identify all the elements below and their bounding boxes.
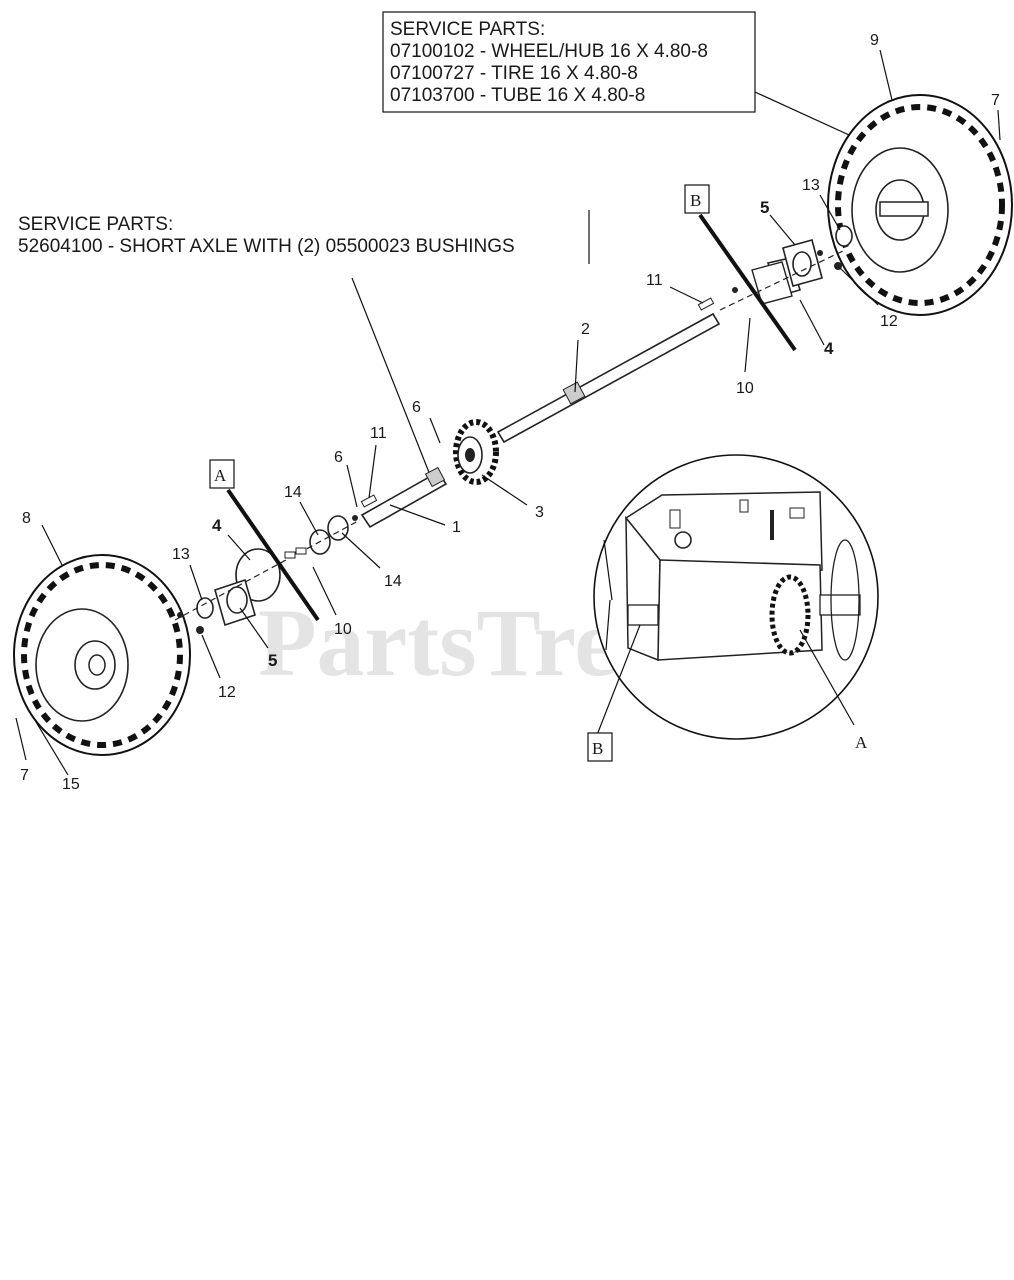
callout-5-right: 5 (760, 198, 769, 217)
right-wheel (827, 94, 1013, 316)
service-box-wheel-line-2: 07100727 - TIRE 16 X 4.80-8 (390, 63, 638, 84)
callout-11-left: 11 (370, 425, 387, 442)
service-box-wheel-line-3: 07103700 - TUBE 16 X 4.80-8 (390, 85, 645, 106)
callout-13-left: 13 (172, 546, 190, 563)
callout-3: 3 (535, 504, 544, 521)
reference-label-b-inset: B (587, 732, 613, 762)
service-box-axle-heading: SERVICE PARTS: (18, 214, 173, 235)
left-hardware (174, 494, 378, 634)
service-parts-box-wheel: SERVICE PARTS: 07100102 - WHEEL/HUB 16 X… (382, 11, 756, 113)
gear-hub (453, 419, 499, 485)
watermark-text: PartsTree (258, 589, 660, 696)
callout-12-left: 12 (218, 684, 236, 701)
reference-label-a-top: A (209, 459, 235, 489)
service-parts-box-axle: SERVICE PARTS: 52604100 - SHORT AXLE WIT… (18, 210, 590, 264)
main-axle (496, 312, 721, 444)
callout-7-left: 7 (20, 767, 29, 784)
callout-numbers: 1 2 3 4 4 5 5 6 6 7 7 8 9 10 10 11 11 12… (20, 32, 1000, 793)
callout-12-right: 12 (880, 313, 898, 330)
service-box-wheel-line-1: 07100102 - WHEEL/HUB 16 X 4.80-8 (390, 41, 708, 62)
callout-6-top: 6 (412, 399, 421, 416)
leader-axle-box (351, 277, 433, 481)
callout-1: 1 (452, 519, 461, 536)
leader-wheel-box (754, 91, 861, 141)
leader-inset-b (596, 624, 641, 736)
callout-10-left: 10 (334, 621, 352, 638)
service-box-axle-line: 52604100 - SHORT AXLE WITH (2) 05500023 … (18, 236, 515, 257)
callout-6-mid: 6 (334, 449, 343, 466)
left-wheel (13, 554, 191, 756)
svg-text:B: B (690, 191, 701, 210)
callout-4-right: 4 (824, 339, 834, 358)
callout-5-left: 5 (268, 651, 277, 670)
service-box-wheel-heading: SERVICE PARTS: (390, 19, 545, 40)
callout-11-right: 11 (646, 272, 663, 289)
short-axle (360, 466, 448, 529)
svg-text:B: B (592, 739, 603, 758)
callout-9: 9 (870, 32, 879, 49)
leader-inset-a (799, 629, 855, 726)
callout-13-right: 13 (802, 177, 820, 194)
reference-label-a-inset: A (855, 733, 868, 752)
callout-8: 8 (22, 510, 31, 527)
callout-14-top: 14 (284, 484, 302, 501)
right-hardware (697, 225, 853, 311)
callout-15: 15 (62, 776, 80, 793)
reference-line-a (226, 488, 320, 622)
callout-2: 2 (581, 321, 590, 338)
callout-leaders (15, 49, 1001, 776)
callout-10-right: 10 (736, 380, 754, 397)
callout-7-right: 7 (991, 92, 1000, 109)
reference-label-b-top: B (684, 184, 710, 214)
svg-text:A: A (214, 466, 227, 485)
reference-line-b (698, 213, 797, 352)
callout-14-bottom: 14 (384, 573, 402, 590)
detail-inset (593, 454, 879, 740)
callout-4-left: 4 (212, 516, 222, 535)
